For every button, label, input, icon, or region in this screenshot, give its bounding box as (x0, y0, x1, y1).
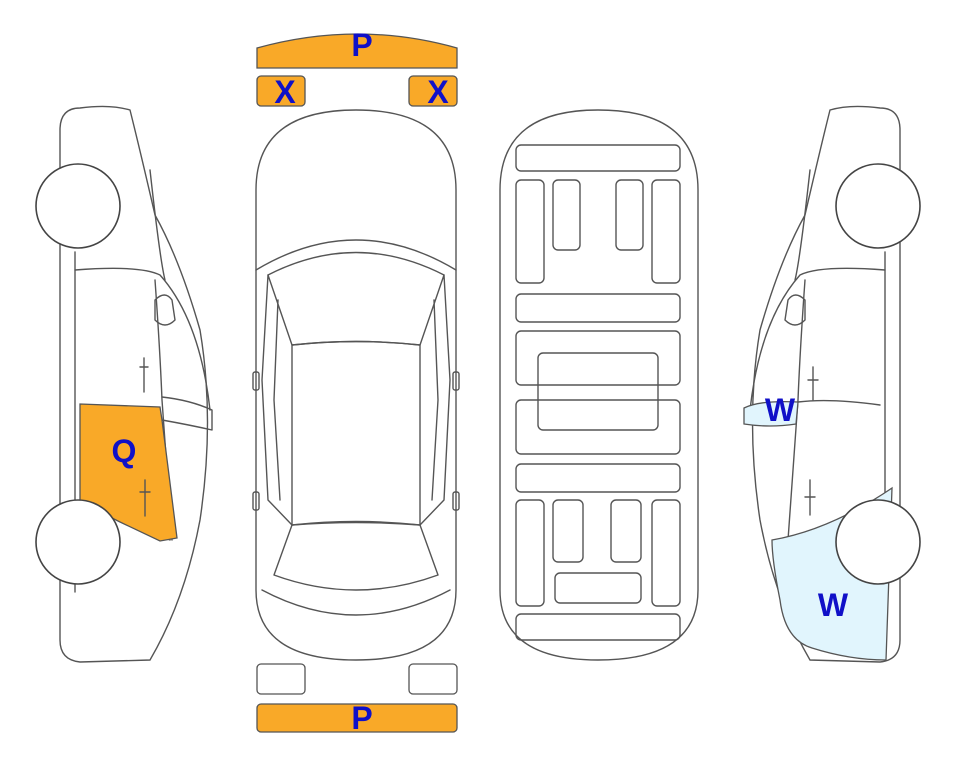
front-left-light[interactable] (256, 75, 306, 107)
top-view-body[interactable] (255, 109, 457, 661)
front-right-light-code: X (427, 74, 449, 110)
rear-bumper[interactable] (256, 703, 458, 733)
top-view-rear-window[interactable] (273, 520, 439, 591)
car-underbody-view (499, 109, 699, 661)
front-right-light[interactable] (408, 75, 458, 107)
right-front-window-code: W (765, 392, 796, 428)
car-top-view (252, 109, 460, 661)
rear-right-light[interactable] (408, 663, 458, 695)
right-rear-quarter-code: W (818, 587, 849, 623)
left-rear-wheel[interactable] (35, 499, 121, 585)
rear-bumper-group: P (256, 663, 458, 736)
front-bumper-code: P (351, 27, 372, 63)
right-front-wheel[interactable] (835, 163, 921, 249)
car-right-side-view: W W (743, 105, 921, 663)
left-front-door-code: Q (112, 433, 137, 469)
front-bumper[interactable] (256, 33, 458, 69)
car-left-side-view: Q (35, 105, 213, 663)
right-front-window[interactable] (743, 400, 799, 427)
front-bumper-group: P X X (256, 27, 458, 110)
right-rear-wheel[interactable] (835, 499, 921, 585)
rear-bumper-code: P (351, 700, 372, 736)
front-left-light-code: X (274, 74, 296, 110)
rear-left-light[interactable] (256, 663, 306, 695)
left-front-wheel[interactable] (35, 163, 121, 249)
